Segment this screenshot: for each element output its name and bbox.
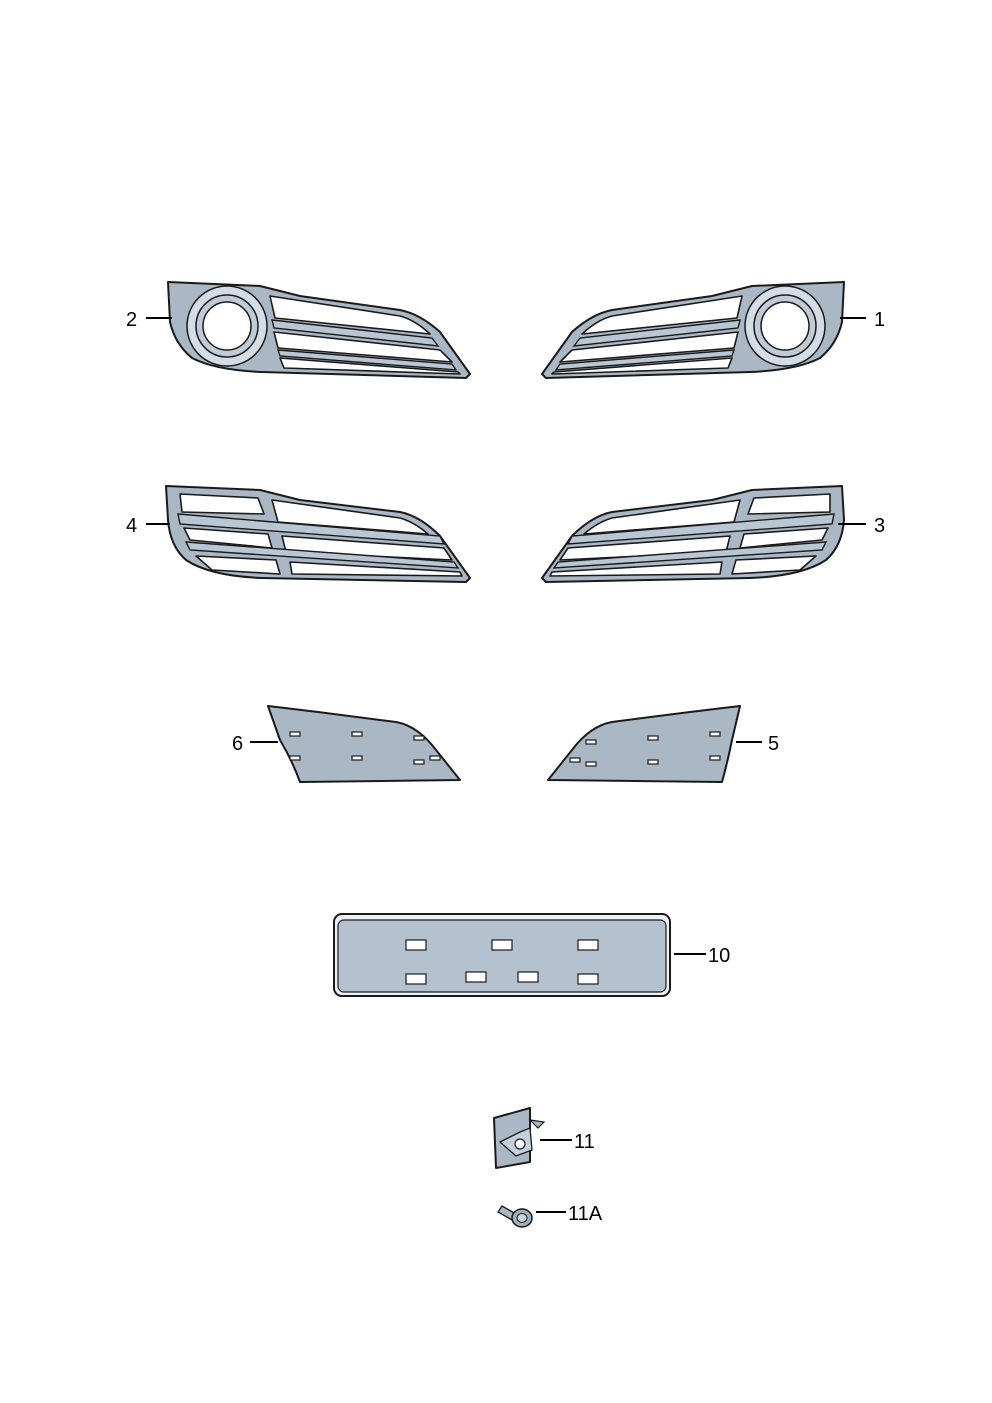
part-11-clip-nut[interactable] xyxy=(493,1107,546,1169)
callout-11: 11 xyxy=(574,1131,595,1153)
callout-10: 10 xyxy=(708,945,730,967)
part-4-left-grille[interactable] xyxy=(165,485,471,583)
callout-3: 3 xyxy=(874,515,885,537)
part-5-right-cover-plate[interactable] xyxy=(547,705,741,783)
callout-6: 6 xyxy=(232,733,243,755)
callout-2: 2 xyxy=(126,309,137,331)
part-6-left-cover-plate[interactable] xyxy=(267,705,461,783)
part-11a-screw[interactable] xyxy=(497,1205,533,1228)
callout-1: 1 xyxy=(874,309,885,331)
callout-5: 5 xyxy=(768,733,779,755)
callout-11a: 11A xyxy=(568,1203,603,1225)
part-1-right-foglamp-grille[interactable] xyxy=(541,281,845,379)
part-10-license-plate-base[interactable] xyxy=(333,913,671,997)
callout-4: 4 xyxy=(126,515,137,537)
part-3-right-grille[interactable] xyxy=(541,485,845,583)
part-2-left-foglamp-grille[interactable] xyxy=(167,281,471,379)
